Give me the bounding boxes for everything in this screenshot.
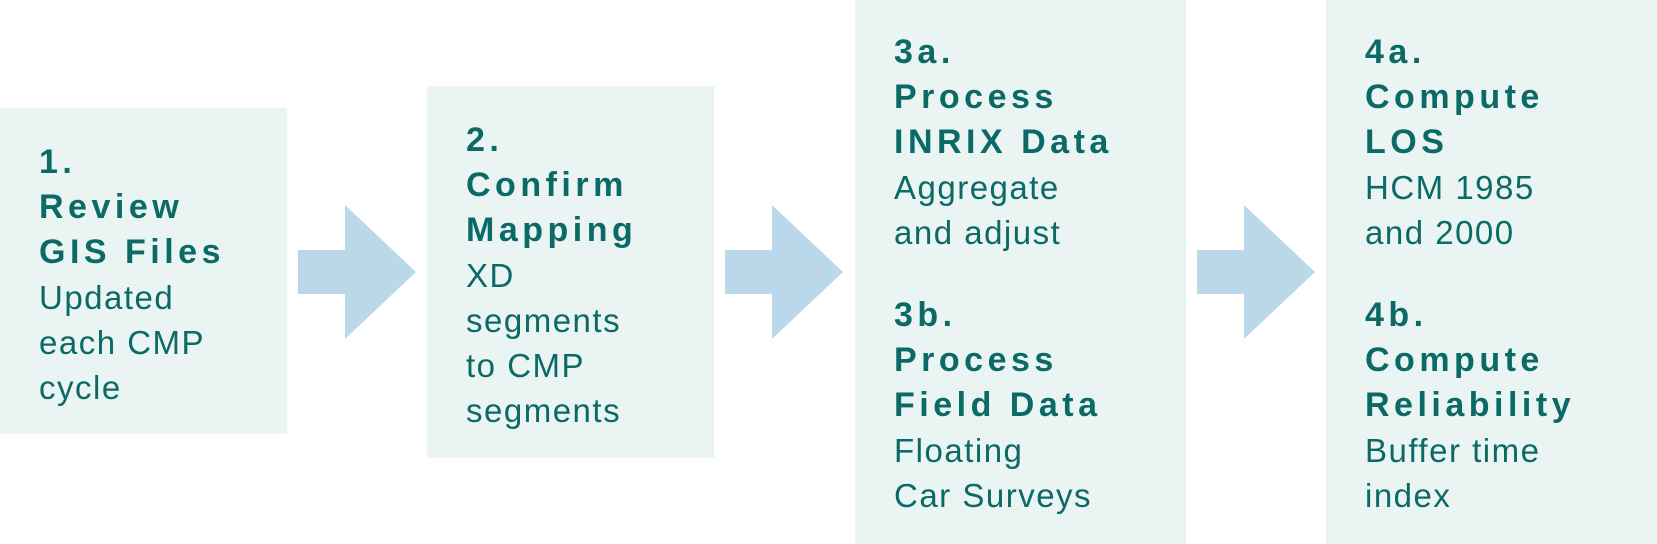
right-arrow-icon	[725, 205, 843, 339]
step-3a-title-line: Process	[894, 78, 1058, 116]
arrow-3-to-4	[1197, 205, 1315, 339]
step-4b-number: 4b.	[1365, 296, 1428, 334]
step-2-title-line: Confirm	[466, 166, 628, 204]
step-2-heading: 2. Confirm Mapping	[466, 118, 714, 253]
step-1-box: 1. Review GIS Files Updated each CMP cyc…	[0, 108, 287, 434]
step-4a-description: HCM 1985 and 2000	[1365, 165, 1657, 255]
step-3a-heading: 3a. Process INRIX Data	[894, 30, 1186, 165]
step-3b-desc-line: Car Surveys	[894, 477, 1093, 514]
step-3-box: 3a. Process INRIX Data Aggregate and adj…	[855, 0, 1186, 544]
step-4b-heading: 4b. Compute Reliability	[1365, 293, 1657, 428]
step-4b-desc-line: index	[1365, 477, 1452, 514]
step-1-title-line: GIS Files	[39, 233, 225, 271]
step-1-desc-line: Updated	[39, 279, 175, 316]
arrow-1-to-2	[298, 205, 416, 339]
step-4-box: 4a. Compute LOS HCM 1985 and 2000 4b. Co…	[1326, 0, 1657, 544]
step-3b: 3b. Process Field Data Floating Car Surv…	[894, 293, 1186, 518]
right-arrow-icon	[1197, 205, 1315, 339]
step-3b-title-line: Field Data	[894, 386, 1102, 424]
step-1-number: 1.	[39, 143, 77, 181]
step-2-description: XD segments to CMP segments	[466, 253, 714, 433]
step-3a: 3a. Process INRIX Data Aggregate and adj…	[894, 30, 1186, 255]
step-2-desc-line: to CMP	[466, 347, 586, 384]
step-1-heading: 1. Review GIS Files	[39, 140, 287, 275]
step-4a-title-line: Compute	[1365, 78, 1544, 116]
step-4a-title-line: LOS	[1365, 123, 1449, 161]
step-3a-number: 3a.	[894, 33, 955, 71]
step-2-desc-line: segments	[466, 302, 622, 339]
step-4b-title-line: Reliability	[1365, 386, 1576, 424]
step-2-desc-line: segments	[466, 392, 622, 429]
right-arrow-icon	[298, 205, 416, 339]
step-4b: 4b. Compute Reliability Buffer time inde…	[1365, 293, 1657, 518]
step-4b-title-line: Compute	[1365, 341, 1544, 379]
step-3a-description: Aggregate and adjust	[894, 165, 1186, 255]
step-3b-heading: 3b. Process Field Data	[894, 293, 1186, 428]
step-4a: 4a. Compute LOS HCM 1985 and 2000	[1365, 30, 1657, 255]
step-3a-desc-line: Aggregate	[894, 169, 1060, 206]
step-4a-number: 4a.	[1365, 33, 1426, 71]
step-4a-desc-line: and 2000	[1365, 214, 1515, 251]
step-1: 1. Review GIS Files Updated each CMP cyc…	[39, 140, 287, 410]
step-3a-title-line: INRIX Data	[894, 123, 1113, 161]
step-1-description: Updated each CMP cycle	[39, 275, 287, 410]
step-4b-description: Buffer time index	[1365, 428, 1657, 518]
step-4a-desc-line: HCM 1985	[1365, 169, 1535, 206]
step-2-number: 2.	[466, 121, 504, 159]
step-2-box: 2. Confirm Mapping XD segments to CMP se…	[427, 86, 714, 458]
step-4b-desc-line: Buffer time	[1365, 432, 1541, 469]
step-1-desc-line: cycle	[39, 369, 122, 406]
step-3b-desc-line: Floating	[894, 432, 1024, 469]
step-1-title-line: Review	[39, 188, 184, 226]
step-3a-desc-line: and adjust	[894, 214, 1062, 251]
step-1-desc-line: each CMP	[39, 324, 206, 361]
step-2-desc-line: XD	[466, 257, 515, 294]
step-2: 2. Confirm Mapping XD segments to CMP se…	[466, 118, 714, 433]
step-4a-heading: 4a. Compute LOS	[1365, 30, 1657, 165]
step-3b-number: 3b.	[894, 296, 957, 334]
arrow-2-to-3	[725, 205, 843, 339]
step-3b-description: Floating Car Surveys	[894, 428, 1186, 518]
step-3b-title-line: Process	[894, 341, 1058, 379]
step-2-title-line: Mapping	[466, 211, 638, 249]
